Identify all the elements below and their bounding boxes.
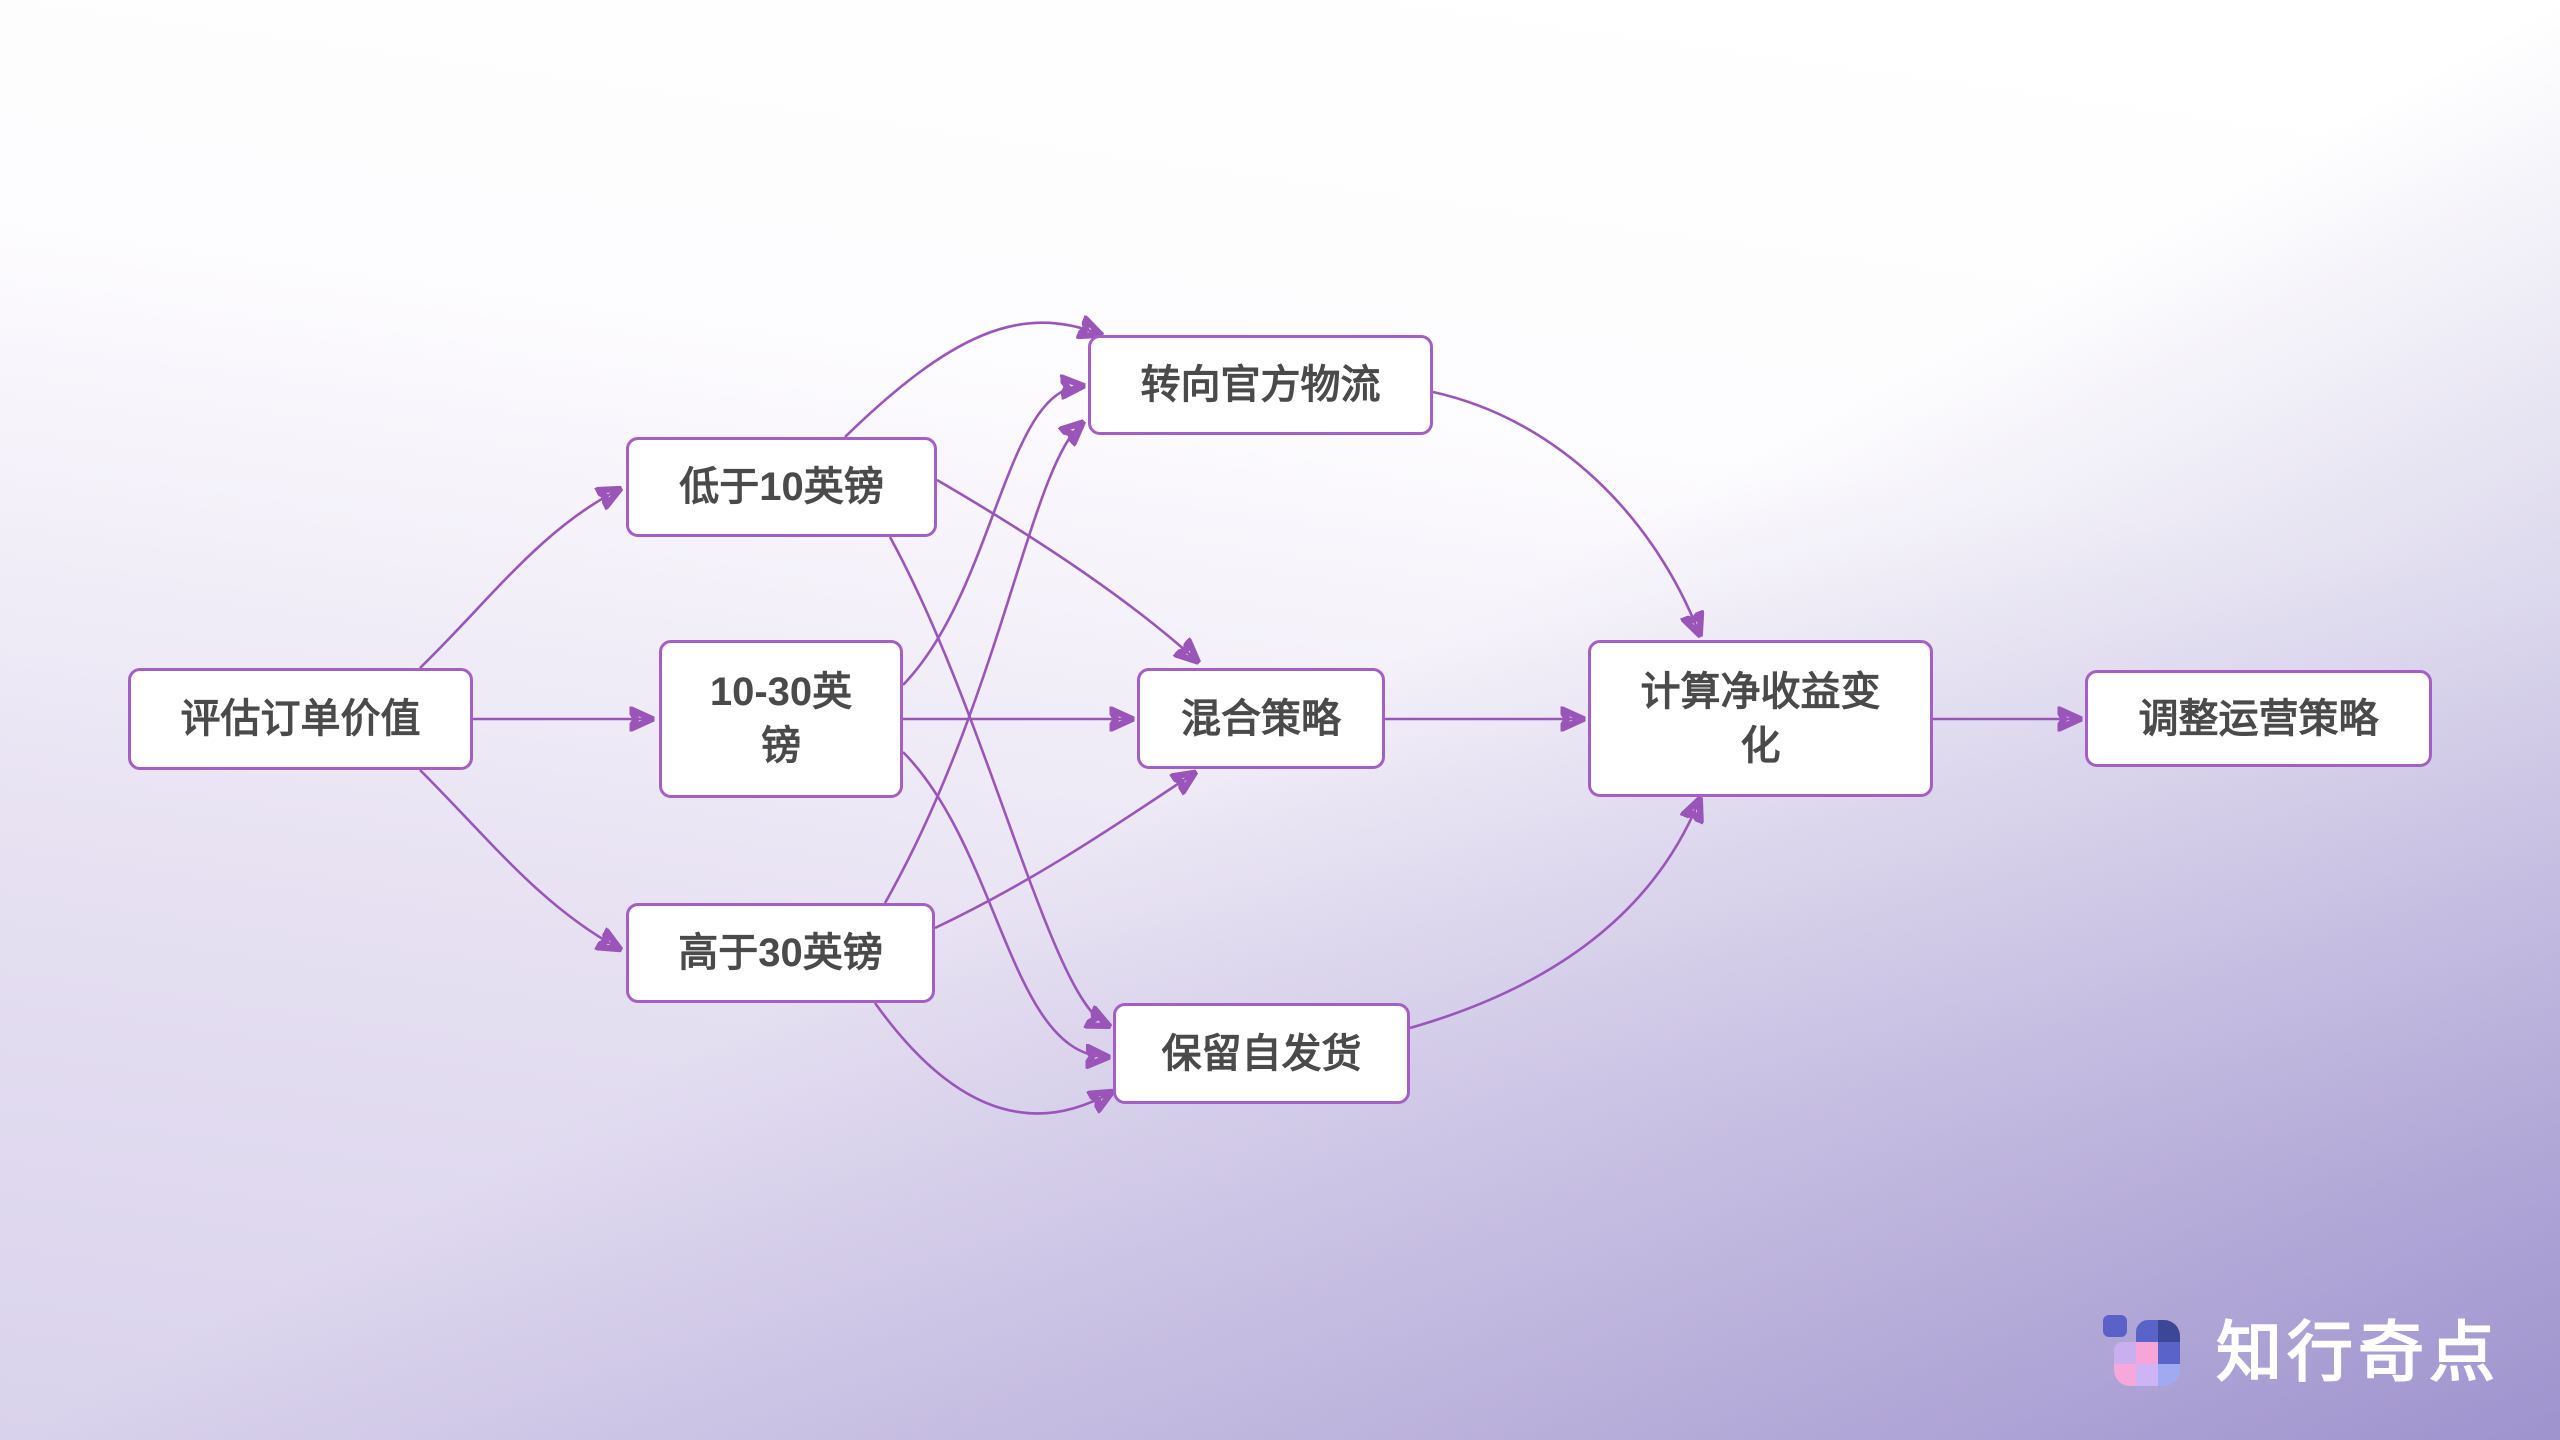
node-above-30-gbp: 高于30英镑: [626, 903, 935, 1003]
logo-grid-cell: [2114, 1364, 2136, 1386]
edge-official-to-calc: [1432, 390, 1699, 633]
edge-10-30-to-official: [902, 386, 1081, 686]
node-label: 保留自发货: [1161, 1031, 1362, 1076]
logo-grid-cell: [2158, 1364, 2180, 1386]
node-label: 调整运营策略: [2138, 696, 2379, 741]
node-calc-net-income-change: 计算净收益变 化: [1588, 640, 1933, 797]
node-label: 转向官方物流: [1140, 363, 1381, 407]
brand-logo-text: 知行奇点: [2216, 1315, 2500, 1389]
node-label: 混合策略: [1181, 696, 1341, 741]
edge-evaluate-to-above30: [419, 769, 618, 948]
logo-grid-cell: [2158, 1320, 2180, 1342]
node-adjust-operation-strategy: 调整运营策略: [2085, 670, 2432, 767]
node-below-10-gbp: 低于10英镑: [626, 437, 937, 537]
edge-evaluate-to-below10: [419, 490, 618, 669]
node-keep-self-shipping: 保留自发货: [1113, 1003, 1410, 1104]
logo-grid-cell: [2136, 1342, 2158, 1364]
logo-grid-cell: [2114, 1342, 2136, 1364]
edge-below10-to-official: [844, 323, 1099, 438]
logo-grid-cell: [2136, 1320, 2158, 1342]
edge-above30-to-official: [883, 424, 1081, 904]
brand-logo: 知行奇点: [2100, 1310, 2500, 1394]
node-evaluate-order-value: 评估订单价值: [128, 668, 473, 770]
edge-below10-to-mixed: [936, 478, 1196, 660]
node-mixed-strategy: 混合策略: [1137, 668, 1385, 769]
node-label: 高于30英镑: [678, 931, 883, 975]
edge-above30-to-self: [873, 1002, 1110, 1115]
logo-grid-cell: [2158, 1342, 2180, 1364]
edge-10-30-to-self: [902, 751, 1106, 1057]
node-label: 10-30英 镑: [709, 670, 853, 768]
node-10-30-gbp: 10-30英 镑: [659, 640, 903, 798]
edge-above30-to-mixed: [934, 774, 1193, 930]
brand-logo-icon: [2100, 1312, 2182, 1392]
node-switch-official-logistics: 转向官方物流: [1088, 335, 1433, 435]
node-label: 评估订单价值: [180, 697, 421, 741]
logo-grid-cell: [2103, 1315, 2127, 1337]
edge-self-to-calc: [1409, 801, 1699, 1030]
logo-grid-cell: [2136, 1364, 2158, 1386]
edge-below10-to-self: [888, 536, 1107, 1025]
node-label: 低于10英镑: [679, 465, 884, 509]
node-label: 计算净收益变 化: [1640, 669, 1881, 768]
